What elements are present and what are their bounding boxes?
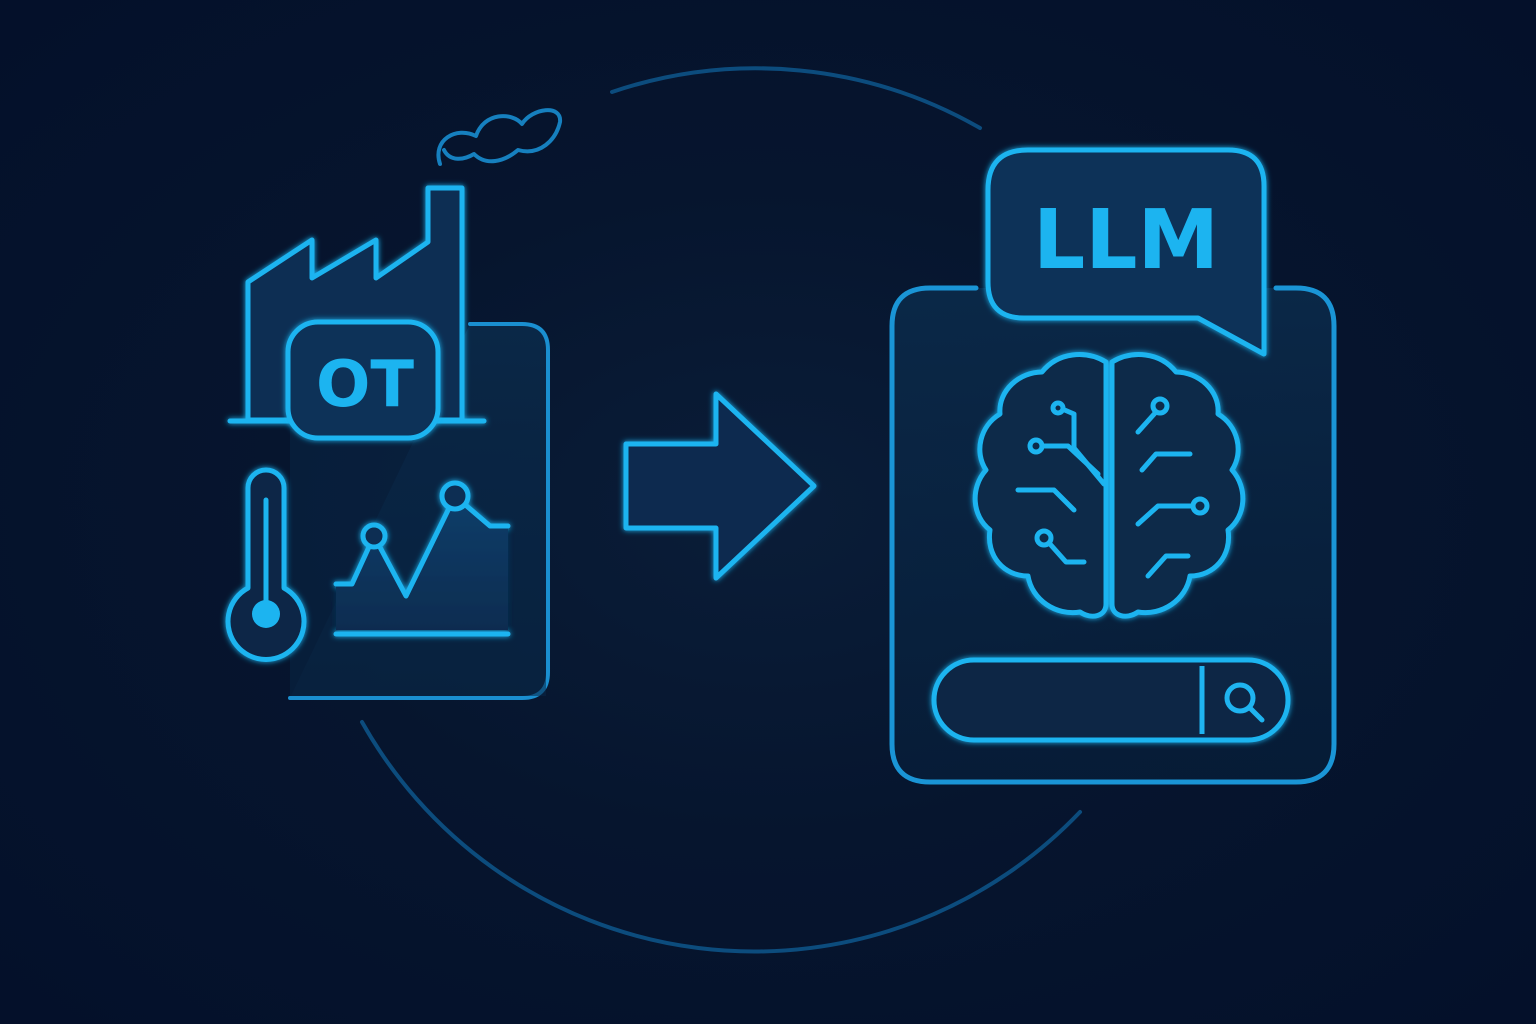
line-chart-icon [333,480,511,637]
ot-group: OT [225,108,562,700]
thermometer-icon [225,467,307,662]
ot-badge-label: OT [316,348,414,422]
cycle-circle [360,66,1082,954]
smoke-icon [436,108,562,166]
llm-group: LLM [889,147,1337,785]
speech-bubble-icon: LLM [985,147,1267,357]
arrow-right-icon [623,391,817,581]
ot-badge: OT [285,319,441,441]
search-bar[interactable] [931,657,1291,743]
brain-circuit-icon [972,352,1246,619]
llm-bubble-label: LLM [1033,193,1219,288]
search-icon[interactable] [1224,682,1265,723]
